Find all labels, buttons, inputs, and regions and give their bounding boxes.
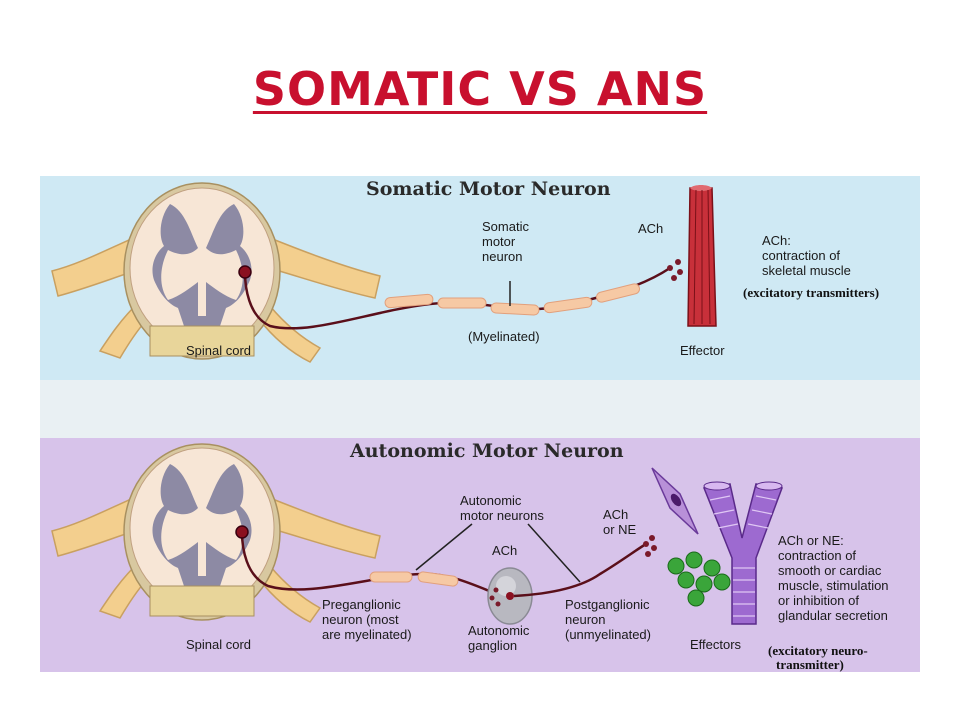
somatic-motor-neuron-label: Somatic motor neuron [482,219,529,264]
somatic-effect-description: ACh: contraction of skeletal muscle [762,233,851,278]
somatic-cord-base [149,325,255,357]
somatic-axon-terminals [667,259,683,281]
somatic-myelin-sheath [384,283,640,316]
autonomic-motor-neurons-label: Autonomic motor neurons [460,493,544,523]
somatic-spinal-cord-label: Spinal cord [186,343,252,358]
postganglionic-terminals [643,535,657,557]
somatic-ach-label: ACh [638,221,664,236]
ganglion-highlight [496,576,516,596]
autonomic-illustration [51,443,784,625]
gland-cells [667,551,731,607]
slide-title-text: SOMATIC VS ANS [252,62,708,116]
somatic-gray-matter [152,204,252,326]
preganglionic-label: Preganglionic neuron (most are myelinate… [322,597,412,642]
autonomic-effectors-label: Effectors [690,637,742,652]
ganglion-ach-label: ACh [492,543,518,558]
autonomic-pointer-lines [415,523,581,583]
autonomic-effect-description: ACh or NE: contraction of smooth or card… [778,533,889,623]
autonomic-gray-matter [152,464,252,586]
autonomic-cord-base [149,585,255,617]
autonomic-transmitter-note: (excitatory neuro- transmitter) [768,643,868,672]
smooth-muscle-nucleus [670,493,682,507]
postganglionic-axon [513,542,647,598]
somatic-illustration [51,182,717,363]
skeletal-muscle-effector [687,185,717,327]
autonomic-panel-title: Autonomic Motor Neuron [350,440,624,462]
autonomic-spinal-cord-label: Spinal cord [186,637,252,652]
somatic-cell-body [238,265,252,279]
divider-strip [40,380,920,438]
preganglionic-axon [240,531,503,598]
autonomic-ganglion-label: Autonomic ganglion [468,623,530,653]
autonomic-motor-neuron-panel: Autonomic Motor Neuron Spinal cord Auton… [40,438,920,672]
somatic-transmitter-note: (excitatory transmitters) [743,285,880,300]
postganglionic-cell-body [506,592,514,600]
somatic-panel-title: Somatic Motor Neuron [366,178,611,200]
ach-or-ne-label: ACh or NE [603,507,637,537]
postganglionic-label: Postganglionic neuron (unmyelinated) [565,597,651,642]
somatic-motor-neuron-panel: Somatic Motor Neuron Spinal cord Somatic… [40,176,920,380]
slide-title: SOMATIC VS ANS [0,62,960,116]
preganglionic-terminals [489,587,501,607]
preganglionic-cell-body [235,525,249,539]
preganglionic-myelin [369,571,459,587]
myelinated-label: (Myelinated) [468,329,540,344]
somatic-effector-label: Effector [680,343,725,358]
blood-vessel-effector [702,481,784,625]
